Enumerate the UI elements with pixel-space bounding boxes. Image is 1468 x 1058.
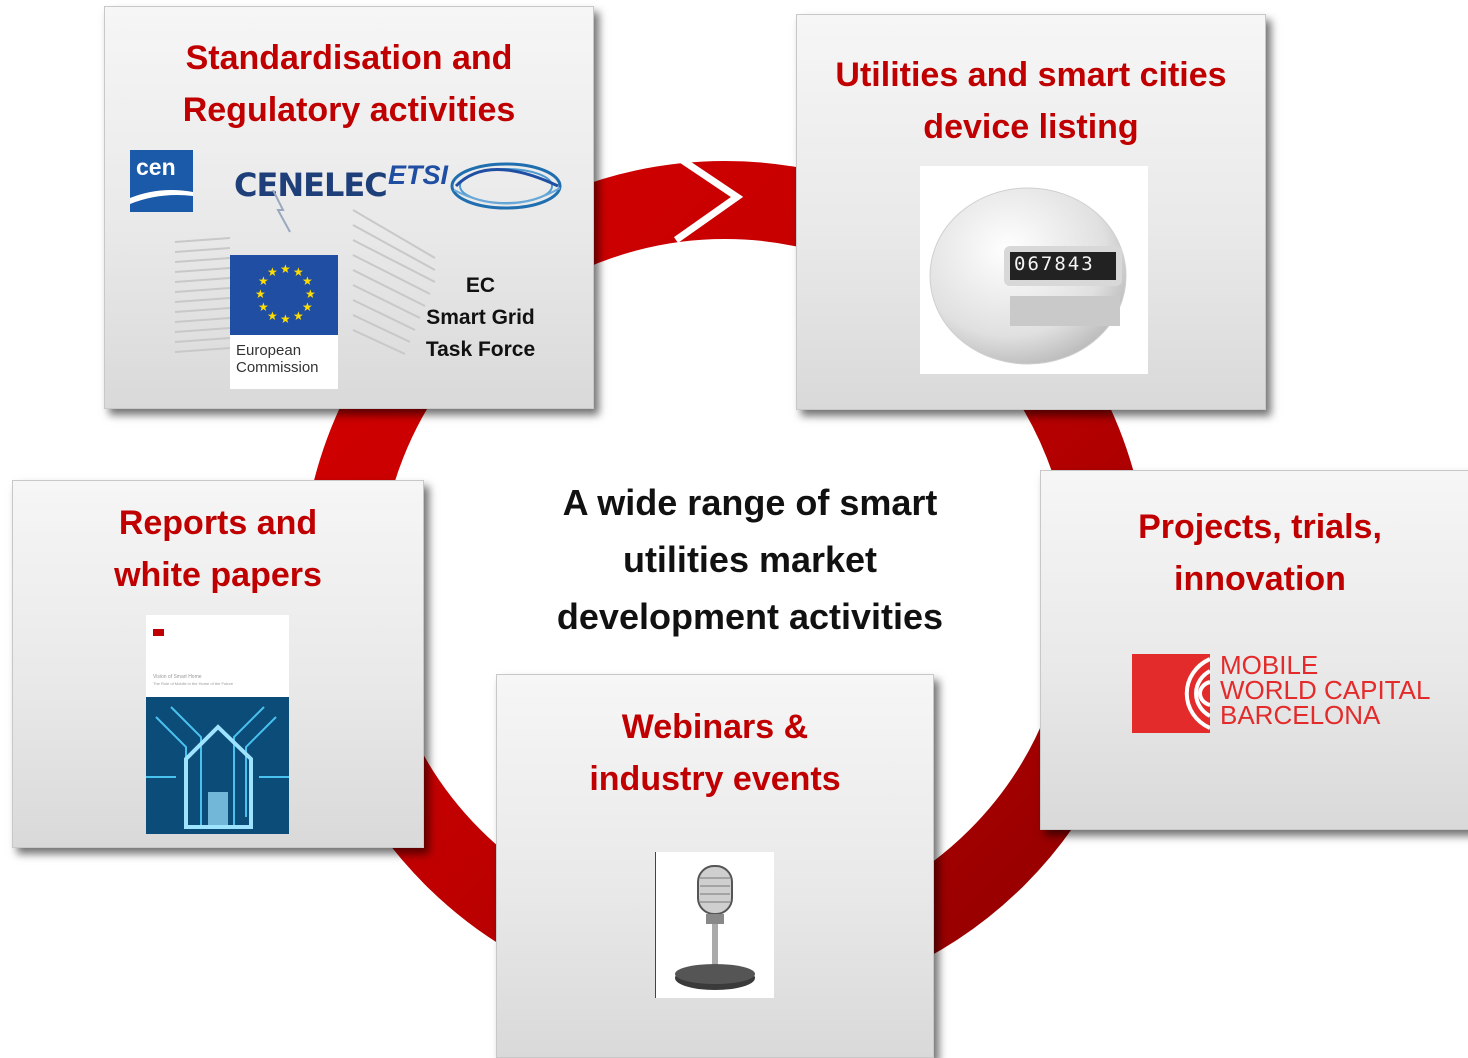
cen-logo-text: cen — [136, 154, 176, 180]
box-projects: Projects, trials, innovation — [1040, 470, 1468, 830]
svg-text:★: ★ — [302, 300, 313, 314]
microphone-icon — [675, 865, 755, 990]
report-cover-title: Vision of Smart Home — [153, 674, 202, 680]
meter-image: 067843 — [920, 166, 1148, 374]
box-title: Standardisation and Regulatory activitie… — [182, 39, 516, 129]
european-commission-label: European Commission — [230, 335, 338, 389]
etsi-swoosh-icon — [450, 162, 562, 210]
ec-building-graphic — [175, 209, 436, 355]
svg-text:★: ★ — [267, 309, 278, 323]
mwc-arcs-icon — [1184, 657, 1212, 730]
cen-wave-icon — [130, 190, 193, 204]
eu-flag: ★★★ ★★★ ★★★ ★★★ — [230, 255, 338, 335]
circuit-house-icon — [146, 697, 289, 834]
box-title: Reports and white papers — [114, 504, 322, 594]
svg-text:★: ★ — [258, 274, 269, 288]
box-title: Webinars & industry events — [589, 708, 841, 798]
cen-logo: cen — [130, 150, 193, 212]
svg-text:★: ★ — [305, 287, 316, 301]
report-cover-subtitle: The Role of Mobile in the Home of the Fu… — [153, 681, 234, 686]
svg-text:★: ★ — [267, 265, 278, 279]
svg-text:★: ★ — [280, 312, 291, 326]
cenelec-logo: CENELEC — [234, 166, 388, 204]
report-logo-icon — [153, 629, 164, 636]
ring-arrow-icon — [673, 153, 744, 243]
ec-task-force-label: EC Smart Grid Task Force — [425, 274, 536, 361]
center-title: A wide range of smart utilities market d… — [556, 482, 944, 637]
etsi-logo: ETSI — [388, 160, 449, 190]
svg-text:★: ★ — [293, 309, 304, 323]
svg-text:★: ★ — [280, 262, 291, 276]
box-title: Projects, trials, innovation — [1138, 508, 1382, 598]
eu-stars-icon: ★★★ ★★★ ★★★ ★★★ — [255, 262, 316, 326]
box-title: Utilities and smart cities device listin… — [835, 56, 1227, 146]
report-cover-image: Vision of Smart Home The Role of Mobile … — [146, 615, 289, 834]
svg-text:★: ★ — [255, 287, 266, 301]
mwc-logo-mark — [1132, 654, 1212, 733]
cenelec-spark-icon — [272, 190, 291, 233]
meter-icon — [929, 187, 1127, 365]
svg-text:★: ★ — [293, 265, 304, 279]
microphone-image — [655, 852, 774, 998]
svg-text:★: ★ — [302, 274, 313, 288]
svg-text:★: ★ — [258, 300, 269, 314]
meter-reading: 067843 — [1014, 253, 1095, 275]
mwc-logo-text: MOBILE WORLD CAPITAL BARCELONA — [1220, 650, 1431, 730]
